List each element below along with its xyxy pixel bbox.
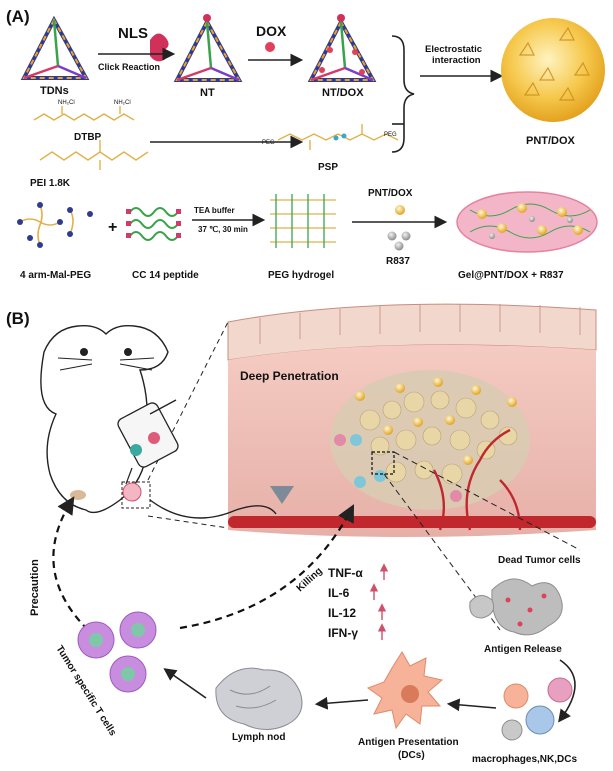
mouse-whiskers [57, 357, 155, 371]
arrow-to-dc [446, 698, 497, 712]
peg-hydrogel-label: PEG hydrogel [268, 270, 334, 281]
arrow-to-t-cells [163, 668, 207, 699]
cytokine-ifn: IFN-γ [328, 626, 358, 640]
r837-icon [387, 231, 411, 251]
pnt-ball-icon [395, 205, 405, 215]
gel-icon [456, 191, 598, 253]
electrostatic-label-2: interaction [432, 55, 481, 66]
dtbp-nh-2: NH₂Cl [114, 100, 131, 106]
antigen-presentation-label-1: Antigen Presentation [358, 737, 459, 748]
nls-label: NLS [118, 25, 148, 42]
dtbp-nh-1: NH₂Cl [58, 100, 75, 106]
panel-a-label: (A) [6, 7, 30, 26]
mal-peg-icon [17, 202, 93, 248]
zoom-line-dead-1 [393, 451, 581, 551]
cc14-peptide-icon [126, 207, 181, 241]
tumor-injection-site [122, 482, 142, 502]
arrow-to-immune [558, 659, 576, 723]
psp-peg-2: PEG [384, 132, 397, 138]
nt-label: NT [200, 87, 215, 99]
pei-label: PEI 1.8K [30, 178, 71, 189]
nt-dox-label: NT/DOX [322, 87, 364, 99]
precaution-label: Precaution [29, 559, 41, 616]
dox-icon [265, 42, 275, 52]
capillaries [432, 428, 522, 531]
tdns-label: TDNs [40, 85, 69, 97]
psp-structure [277, 124, 399, 150]
psp-ss-2 [341, 133, 347, 139]
tea-buffer-label: TEA buffer [194, 206, 235, 215]
killing-label: Killing [295, 566, 325, 595]
pnt-dox-label: PNT/DOX [526, 135, 576, 147]
psp-ss-1 [333, 135, 339, 141]
brace [391, 35, 415, 153]
t-cells-icon [77, 611, 157, 693]
dtbp-structure [33, 106, 135, 121]
dead-tumor-label: Dead Tumor cells [498, 555, 581, 566]
pnt-dox-sphere [501, 18, 605, 122]
tdn-icon [20, 15, 90, 80]
immune-cells-icon [501, 677, 573, 741]
click-reaction-label: Click Reaction [98, 62, 160, 72]
zoom-line-bottom [147, 515, 229, 529]
nt-dox-icon [307, 14, 377, 82]
nls-peptide-icon [150, 33, 169, 62]
tea-cond-label: 37 ℃, 30 min [198, 225, 248, 234]
gel-label: Gel@PNT/DOX + R837 [458, 270, 564, 281]
tumor-tissue [227, 303, 597, 537]
mouse-zoom-box [121, 481, 151, 509]
pei-structure [39, 140, 149, 170]
blood-vessel [228, 516, 596, 528]
dead-tumor-cells-icon [469, 578, 563, 636]
lymph-node-icon [215, 667, 303, 730]
deep-penetration-arrow-head [270, 486, 294, 504]
lymph-node-label: Lymph nod [232, 732, 286, 743]
mouse-eye-left [80, 348, 88, 356]
panel-b-label: (B) [6, 309, 30, 328]
psp-peg-1: PEG [262, 140, 275, 146]
psp-label: PSP [318, 162, 338, 173]
antigen-release-label: Antigen Release [484, 644, 562, 655]
mouse-eye-right [124, 348, 132, 356]
electrostatic-label-1: Electrostatic [425, 44, 482, 55]
t-cells-label: Tumor specific T cells [53, 644, 118, 739]
dox-label: DOX [256, 23, 287, 39]
antigen-presentation-label-2: (DCs) [398, 750, 425, 761]
cytokine-il6: IL-6 [328, 586, 350, 600]
pnt-dox-label-2: PNT/DOX [368, 188, 413, 199]
mouse-foot [70, 490, 86, 500]
cytokine-il12: IL-12 [328, 606, 356, 620]
plus-sign: + [108, 219, 117, 236]
zoom-box [371, 451, 395, 475]
peg-hydrogel-icon [270, 194, 336, 248]
cc14-label: CC 14 peptide [132, 270, 199, 281]
dendritic-cell-icon [366, 651, 444, 730]
mal-peg-label: 4 arm-Mal-PEG [20, 270, 91, 281]
cytokine-list: TNF-α IL-6 IL-12 IFN-γ [328, 563, 389, 640]
precaution-arrow [52, 496, 89, 631]
nt-icon [173, 14, 243, 82]
cytokine-tnf: TNF-α [328, 566, 363, 580]
macrophages-label: macrophages,NK,DCs [472, 754, 577, 765]
killing-arrow [179, 504, 355, 630]
deep-penetration-label: Deep Penetration [240, 369, 339, 383]
dtbp-label: DTBP [74, 132, 102, 143]
syringe-icon [117, 399, 179, 485]
arrow-to-lymph [314, 696, 369, 710]
r837-label: R837 [386, 256, 410, 267]
